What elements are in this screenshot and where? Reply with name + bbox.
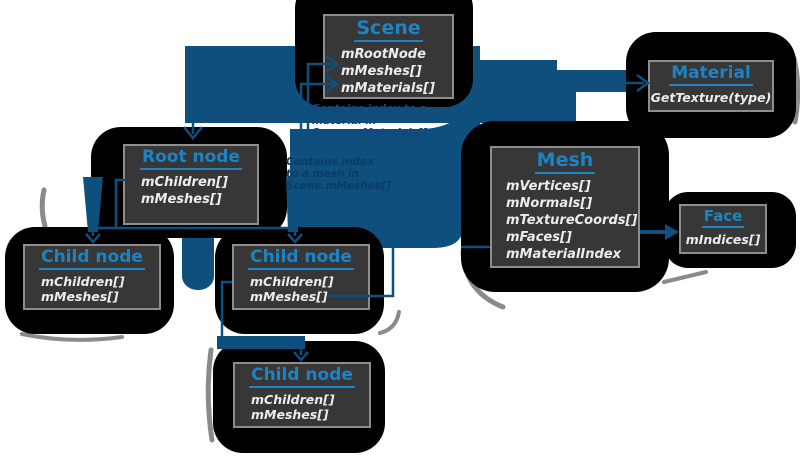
root-field-mchildren: mChildren[] xyxy=(141,174,228,190)
child2-field-mmeshes: mMeshes[] xyxy=(250,289,328,305)
face-box: Face mIndices[] xyxy=(679,204,767,254)
scene-box: Scene mRootNode mMeshes[] mMaterials[] xyxy=(323,14,454,99)
mesh-field-mtexturecoords: mTextureCoords[] xyxy=(506,212,638,228)
root-node-title: Root node xyxy=(140,148,242,170)
child-node-2-title: Child node xyxy=(248,248,354,270)
child-node-1-title: Child node xyxy=(39,248,145,270)
child-node-2-box: Child node mChildren[] mMeshes[] xyxy=(232,244,370,310)
mesh-field-mvertices: mVertices[] xyxy=(506,178,591,194)
root-node-box: Root node mChildren[] mMeshes[] xyxy=(123,144,259,225)
mesh-field-mnormals: mNormals[] xyxy=(506,195,593,211)
child1-field-mmeshes: mMeshes[] xyxy=(41,289,119,305)
face-field-mindices: mIndices[] xyxy=(685,231,761,247)
material-index-note: Contains index to a material in Scene.mM… xyxy=(312,103,428,139)
face-title: Face xyxy=(701,208,745,228)
mesh-box: Mesh mVertices[] mNormals[] mTextureCoor… xyxy=(490,146,640,268)
child-node-1-box: Child node mChildren[] mMeshes[] xyxy=(23,244,161,310)
child-node-3-box: Child node mChildren[] mMeshes[] xyxy=(233,362,371,428)
arrow-scene-to-rootnode xyxy=(183,120,203,140)
arrow-scene-to-material xyxy=(626,73,651,93)
child2-field-mchildren: mChildren[] xyxy=(250,273,334,289)
material-box: Material GetTexture(type) xyxy=(648,60,774,112)
child3-field-mchildren: mChildren[] xyxy=(251,391,335,407)
child1-field-mchildren: mChildren[] xyxy=(41,273,125,289)
mesh-index-note: Contains index to a mesh in Scene.mMeshe… xyxy=(286,156,391,192)
mesh-field-mfaces: mFaces[] xyxy=(506,229,572,245)
mesh-field-mmaterialindex: mMaterialIndex xyxy=(506,246,621,262)
child3-field-mmeshes: mMeshes[] xyxy=(251,407,329,423)
mesh-title: Mesh xyxy=(534,150,596,174)
root-field-mmeshes: mMeshes[] xyxy=(141,191,222,207)
scene-field-mmeshes: mMeshes[] xyxy=(341,63,422,79)
mesh-down-arrowhead xyxy=(554,118,582,147)
material-field-gettexture: GetTexture(type) xyxy=(650,89,772,105)
face-arrowhead xyxy=(665,224,679,240)
material-title: Material xyxy=(669,64,753,86)
scene-title: Scene xyxy=(354,18,423,42)
child-node-3-title: Child node xyxy=(249,366,355,388)
scene-field-mmaterials: mMaterials[] xyxy=(341,80,436,96)
scene-field-mrootnode: mRootNode xyxy=(341,46,426,62)
